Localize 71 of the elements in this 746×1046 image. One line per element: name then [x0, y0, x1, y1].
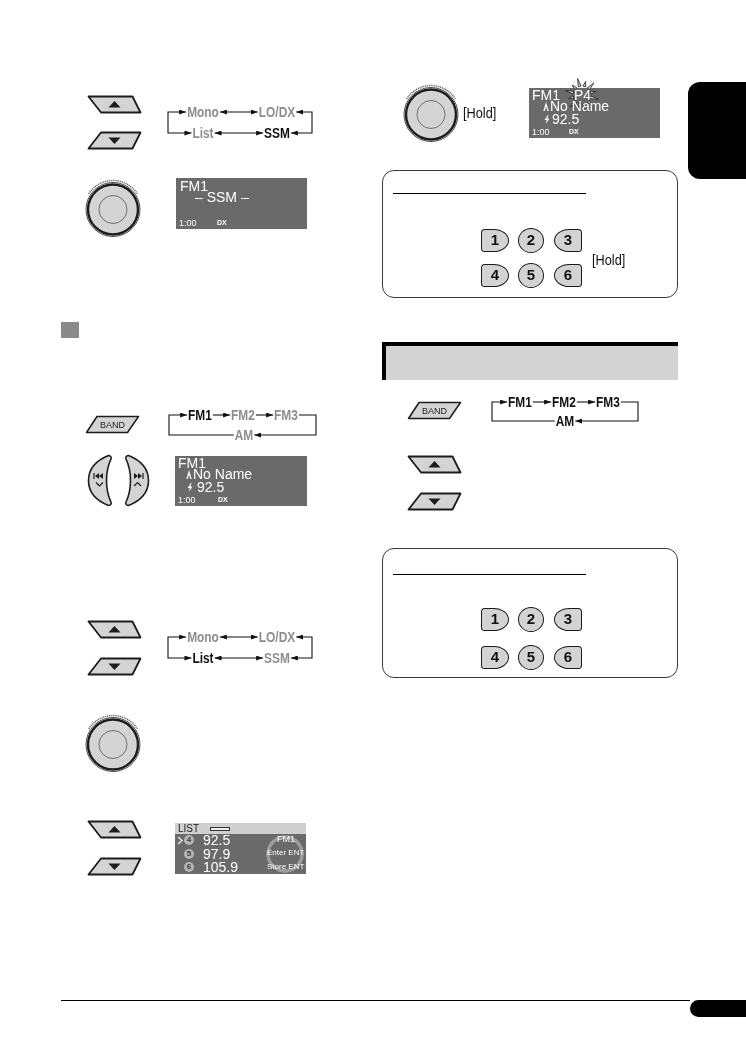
preset-button: 5 — [518, 263, 544, 288]
lcd-display — [175, 456, 307, 506]
band-option: FM2 — [552, 394, 576, 410]
display-text: 1:00 — [178, 495, 196, 505]
display-text: 1:00 — [532, 127, 550, 137]
band-option: AM — [234, 427, 254, 443]
preset-button: 4 — [481, 264, 509, 287]
heading-band — [382, 342, 678, 380]
mode-option: Mono — [187, 629, 219, 645]
preset-button: 5 — [518, 645, 544, 670]
band-button: BAND — [85, 415, 140, 434]
mode-option: Mono — [187, 104, 219, 120]
arrow — [212, 412, 231, 418]
arrow — [167, 109, 192, 136]
lcd-display — [175, 823, 306, 874]
arrow — [576, 399, 596, 405]
arrow — [168, 412, 235, 436]
preset-button: 1 — [481, 608, 509, 631]
arrow — [253, 414, 317, 438]
preset-button: 2 — [518, 228, 544, 253]
hold-hint: [Hold] — [592, 251, 626, 268]
channel-number: 5 — [184, 849, 194, 859]
mode-option: List — [192, 650, 214, 666]
display-text: 92.5 — [552, 112, 580, 127]
display-text: 105.9 — [203, 860, 239, 875]
arrow — [214, 655, 264, 661]
arrow — [167, 634, 192, 661]
hold-hint: [Hold] — [463, 104, 497, 121]
display-text: 97.9 — [203, 847, 231, 862]
display-text: No Name — [193, 467, 253, 482]
band-option: FM1 — [508, 394, 532, 410]
display-text: 92.5 — [197, 480, 225, 495]
lcd-display — [176, 178, 307, 229]
preset-button: 6 — [554, 264, 582, 287]
band-option: FM3 — [596, 394, 620, 410]
display-text: FM1 — [277, 834, 295, 844]
band-option: FM1 — [188, 407, 212, 423]
display-text: Store ENT — [267, 862, 305, 871]
preset-button: 2 — [518, 607, 544, 632]
display-text: 1:00 — [179, 218, 197, 228]
arrow — [532, 399, 552, 405]
arrow — [290, 634, 313, 661]
arrow — [219, 109, 259, 115]
mode-option: LO/DX — [258, 104, 296, 120]
info-panel — [382, 548, 678, 678]
band-option: AM — [555, 413, 575, 429]
preset-button: 1 — [481, 229, 509, 252]
display-text: LIST — [178, 823, 200, 834]
display-text: Enter ENT — [267, 848, 305, 857]
info-panel — [382, 170, 678, 298]
band-button: BAND — [407, 401, 462, 420]
preset-button: 3 — [554, 608, 582, 631]
preset-button: 6 — [554, 646, 582, 669]
mode-option: SSM — [264, 650, 290, 666]
display-text: 92.5 — [203, 833, 231, 848]
preset-button: 4 — [481, 646, 509, 669]
band-option: FM2 — [231, 407, 255, 423]
arrow — [214, 130, 264, 136]
arrow — [290, 109, 313, 136]
arrow — [574, 401, 639, 424]
arrow — [255, 412, 274, 418]
mode-option: SSM — [264, 125, 290, 141]
mode-option: LO/DX — [258, 629, 296, 645]
preset-button: 3 — [554, 229, 582, 252]
side-tab — [688, 82, 746, 179]
mode-option: List — [192, 125, 214, 141]
band-option: FM3 — [274, 407, 298, 423]
channel-number: 6 — [184, 862, 194, 872]
arrow — [491, 399, 556, 422]
channel-number: 4 — [184, 835, 194, 845]
arrow — [219, 634, 259, 640]
